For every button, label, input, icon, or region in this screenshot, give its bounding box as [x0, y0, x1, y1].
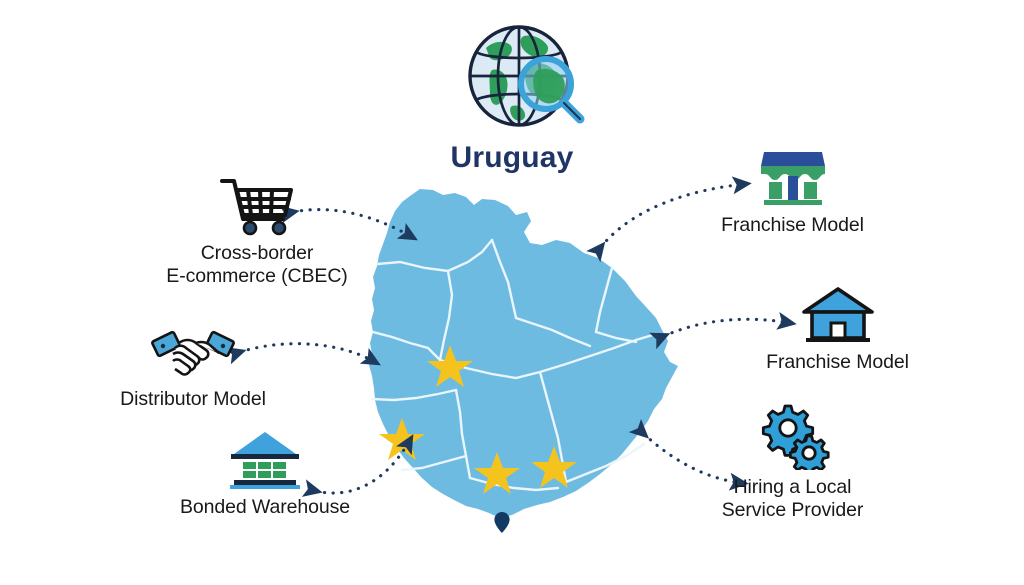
handshake-icon [151, 324, 235, 382]
map-star [474, 452, 520, 494]
uruguay-country-fill [369, 189, 678, 518]
department-borders [370, 238, 658, 492]
node-hiring-local-service-provider: Hiring a Local Service Provider [700, 404, 885, 522]
center-globe-node [462, 18, 588, 138]
node-franchise-model-house: Franchise Model [750, 283, 925, 374]
node-label: Franchise Model [721, 214, 864, 236]
gears-icon [755, 404, 831, 476]
uruguay-map-shape [369, 189, 678, 533]
node-label: Distributor Model [120, 388, 266, 410]
node-label: Hiring a Local Service Provider [721, 476, 864, 521]
globe-magnifier-icon [462, 18, 588, 138]
storefront-icon [758, 146, 828, 208]
page-title: Uruguay [450, 141, 574, 174]
node-franchise-model-store: Franchise Model [700, 146, 885, 237]
node-distributor-model: Distributor Model [103, 324, 283, 411]
node-bonded-warehouse: Bonded Warehouse [165, 428, 365, 519]
node-label: Franchise Model [766, 351, 909, 373]
map-star-markers [379, 345, 577, 494]
warehouse-building-icon [226, 428, 304, 490]
map-star [531, 446, 577, 488]
map-star [379, 418, 425, 460]
map-star [427, 345, 473, 387]
capital-marker-icon [494, 511, 510, 533]
shopping-cart-icon [217, 174, 297, 236]
magnifier-glass [518, 56, 585, 124]
node-cross-border-ecommerce: Cross-border E-commerce (CBEC) [152, 174, 362, 288]
node-label: Bonded Warehouse [179, 496, 351, 518]
house-icon [801, 283, 875, 345]
node-label: Cross-border E-commerce (CBEC) [166, 242, 348, 287]
